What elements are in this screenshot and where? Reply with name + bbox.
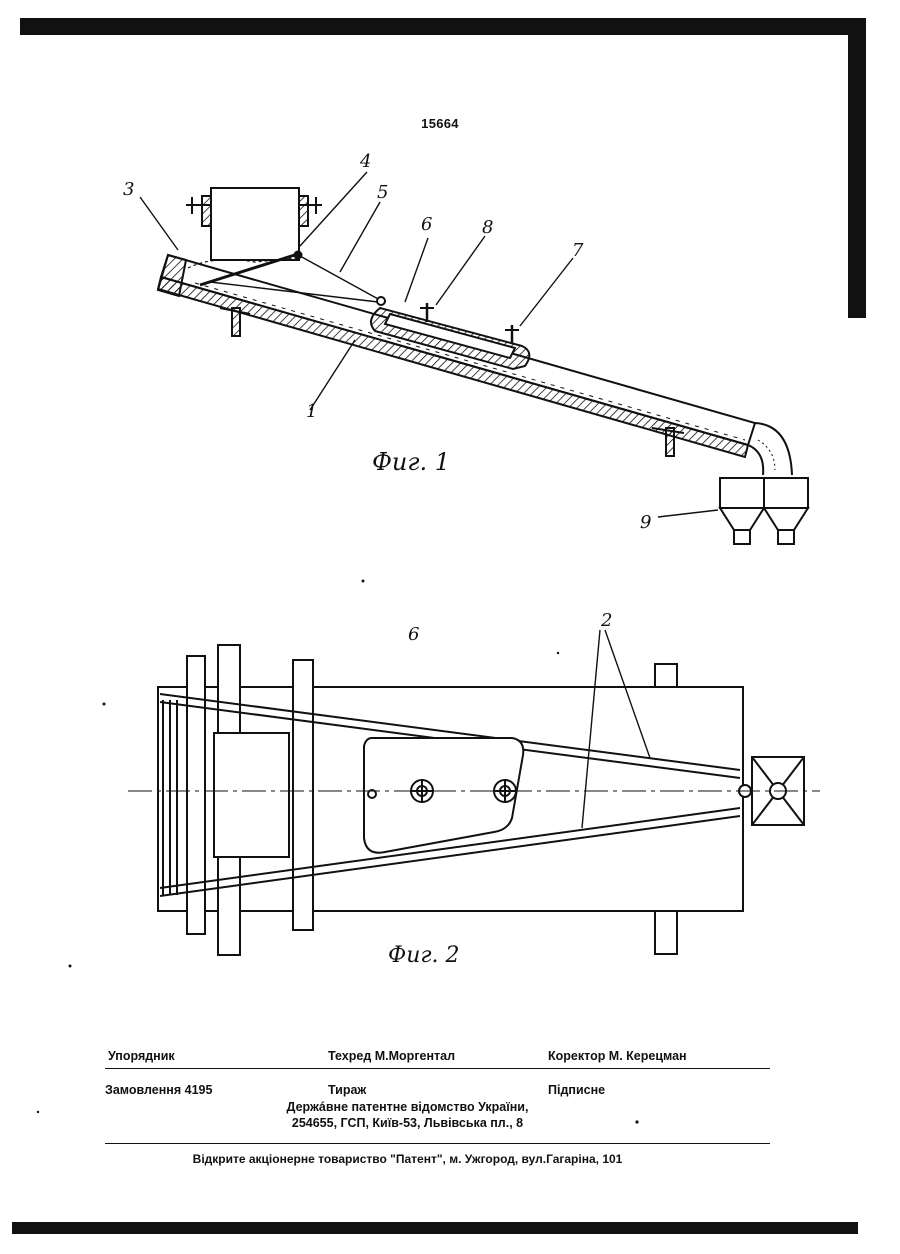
office-address-line: 254655, ГСП, Київ-53, Львівська пл., 8 [75, 1116, 740, 1130]
circulation-label: Тираж [328, 1083, 366, 1097]
figure-2-labels: 6 2 [408, 610, 612, 645]
fig1-label-5: 5 [377, 182, 388, 203]
patent-office-line: Держáвне патентне відомство України, [75, 1100, 740, 1114]
fig1-label-4: 4 [359, 151, 371, 172]
techred-label: Техред М.Моргентал [328, 1049, 455, 1063]
footer-rule-bottom [105, 1143, 770, 1144]
figure-1-side-view [140, 172, 808, 544]
discharge-outlet [748, 423, 792, 475]
order-number: Замовлення 4195 [105, 1083, 212, 1097]
subscription-label: Підписне [548, 1083, 605, 1097]
figure-2-top-view [128, 630, 820, 955]
fig1-label-9: 9 [640, 512, 651, 533]
figure-2-caption: Фиг. 2 [388, 943, 460, 968]
footer-row-staff: Упорядник Техред М.Моргентал Коректор М.… [105, 1049, 770, 1065]
corrector-label: Коректор М. Керецман [548, 1049, 687, 1063]
fig1-label-1: 1 [306, 401, 317, 422]
figure-1-caption: Фиг. 1 [372, 448, 450, 476]
fig1-label-6: 6 [421, 214, 432, 235]
fig1-label-3: 3 [123, 179, 134, 200]
compiler-label: Упорядник [108, 1049, 175, 1063]
inclined-trough [158, 255, 755, 457]
fig1-label-8: 8 [482, 217, 493, 238]
fig2-label-2: 2 [600, 610, 612, 631]
cable-line [300, 256, 380, 300]
footer-row-order: Замовлення 4195 Тираж Підписне [105, 1083, 770, 1099]
fig2-label-6: 6 [408, 624, 419, 645]
receiving-bins [720, 478, 808, 544]
publisher-line: Відкрите акціонерне товариство "Патент",… [75, 1152, 740, 1166]
fig1-label-7: 7 [572, 240, 584, 261]
footer-rule-top [105, 1068, 770, 1069]
